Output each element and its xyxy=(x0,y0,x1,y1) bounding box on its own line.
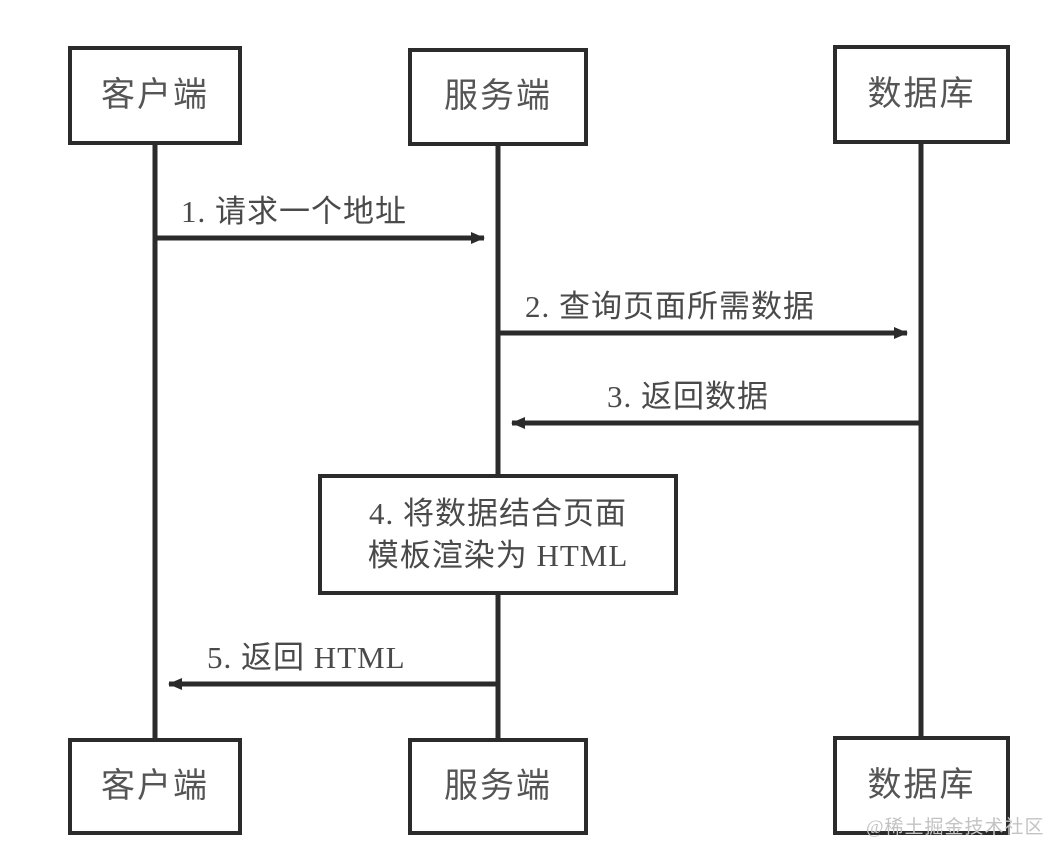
message-label-3: 3. 返回数据 xyxy=(607,379,769,414)
participant-label-client-top: 客户端 xyxy=(101,76,209,114)
message-label-1: 1. 请求一个地址 xyxy=(181,194,407,229)
participant-label-database-bottom: 数据库 xyxy=(867,766,976,804)
participant-box-server-bottom[interactable]: 服务端 xyxy=(408,738,588,835)
participant-box-client-top[interactable]: 客户端 xyxy=(68,46,242,145)
message-label-2: 2. 查询页面所需数据 xyxy=(525,289,815,324)
participant-label-database-top: 数据库 xyxy=(867,75,976,113)
participant-label-client-bottom: 客户端 xyxy=(101,767,209,805)
action-line-1: 4. 将数据结合页面 xyxy=(369,495,627,531)
message-label-5: 5. 返回 HTML xyxy=(207,640,406,675)
action-box-render-html[interactable]: 4. 将数据结合页面 模板渲染为 HTML xyxy=(318,474,678,595)
action-line-2: 模板渲染为 HTML xyxy=(367,537,629,573)
participant-label-server-top: 服务端 xyxy=(444,78,552,115)
participant-box-server-top[interactable]: 服务端 xyxy=(408,48,588,146)
watermark-text: @稀土掘金技术社区 xyxy=(866,817,1045,838)
participant-box-client-bottom[interactable]: 客户端 xyxy=(68,738,242,835)
participant-box-database-bottom[interactable]: 数据库 xyxy=(833,736,1010,835)
participant-label-server-bottom: 服务端 xyxy=(444,767,552,805)
participant-box-database-top[interactable]: 数据库 xyxy=(833,45,1010,144)
